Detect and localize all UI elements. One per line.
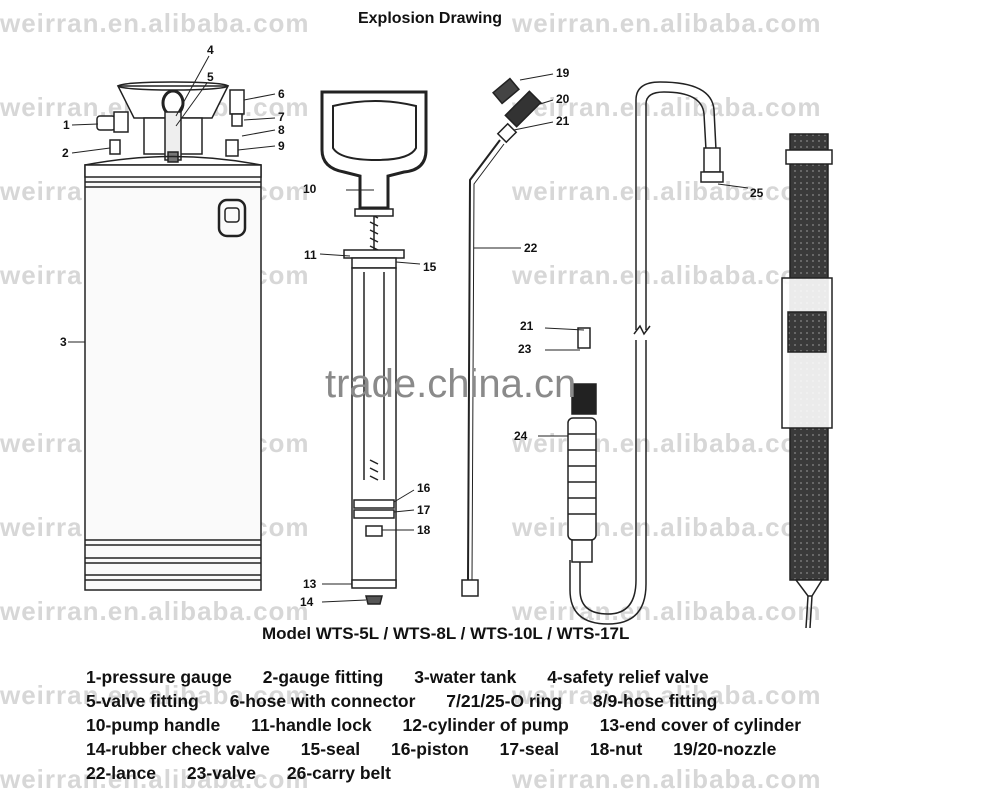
legend-item: 12-cylinder of pump (402, 715, 569, 735)
water-tank (84, 81, 262, 591)
callout-9: 9 (278, 139, 285, 153)
hose (567, 81, 724, 625)
diagram-title: Explosion Drawing (357, 10, 502, 27)
legend-item: 7/21/25-O ring (446, 691, 563, 711)
callout-8: 8 (278, 123, 285, 137)
callout-2: 2 (62, 146, 69, 160)
legend-item: 6-hose with connector (229, 691, 416, 711)
watermark: weirran.en.alibaba.com (512, 8, 822, 38)
watermark: weirran.en.alibaba.com (0, 596, 310, 626)
watermark: weirran.en.alibaba.com (512, 176, 822, 206)
legend-item: 2-gauge fitting (262, 667, 384, 687)
callout-19: 19 (556, 66, 570, 80)
watermark: weirran.en.alibaba.com (0, 764, 310, 794)
legend-item: 22-lance (86, 763, 157, 783)
legend-item: 5-valve fitting (86, 691, 199, 711)
pump-assembly (320, 90, 428, 605)
watermark: weirran.en.alibaba.com (512, 92, 822, 122)
watermark: weirran.en.alibaba.com (512, 512, 822, 542)
watermark: weirran.en.alibaba.com (512, 260, 822, 290)
callout-20: 20 (556, 92, 570, 106)
callout-21: 21 (556, 114, 570, 128)
callout-16: 16 (417, 481, 431, 495)
legend-item: 18-nut (589, 739, 643, 759)
leader-lines (68, 55, 749, 603)
watermark: weirran.en.alibaba.com (512, 764, 822, 794)
legend-item: 10-pump handle (86, 715, 221, 735)
callout-21-b: 21 (520, 319, 534, 333)
carry-belt (781, 133, 833, 629)
callout-10: 10 (303, 182, 317, 196)
watermark: weirran.en.alibaba.com (512, 680, 822, 710)
callout-17: 17 (417, 503, 431, 517)
callout-7: 7 (278, 110, 285, 124)
legend-item: 3-water tank (414, 667, 517, 687)
callout-3: 3 (60, 335, 67, 349)
legend-row: 10-pump handle 11-handle lock 12-cylinde… (86, 713, 827, 737)
callout-18: 18 (417, 523, 431, 537)
callout-14: 14 (300, 595, 314, 609)
callout-13: 13 (303, 577, 317, 591)
legend-row: 14-rubber check valve 15-seal 16-piston … (86, 737, 827, 761)
callout-1: 1 (63, 118, 70, 132)
callout-5: 5 (207, 70, 214, 84)
callout-24: 24 (514, 429, 528, 443)
callout-15: 15 (423, 260, 437, 274)
center-watermark: trade.china.cn (325, 362, 577, 406)
watermark: weirran.en.alibaba.com (0, 680, 310, 710)
callout-22: 22 (524, 241, 538, 255)
legend-row: 5-valve fitting 6-hose with connector 7/… (86, 689, 827, 713)
callout-11: 11 (304, 248, 317, 262)
legend-item: 4-safety relief valve (547, 667, 709, 687)
parts-legend: 1-pressure gauge 2-gauge fitting 3-water… (86, 665, 827, 785)
legend-item: 16-piston (390, 739, 469, 759)
callout-23: 23 (518, 342, 532, 356)
watermark: weirran.en.alibaba.com (512, 596, 822, 626)
legend-row: 22-lance 23-valve 26-carry belt (86, 761, 827, 785)
legend-row: 1-pressure gauge 2-gauge fitting 3-water… (86, 665, 827, 689)
callout-6: 6 (278, 87, 285, 101)
callout-25: 25 (750, 186, 764, 200)
watermark: weirran.en.alibaba.com (512, 428, 822, 458)
legend-item: 26-carry belt (286, 763, 391, 783)
legend-item: 1-pressure gauge (86, 667, 232, 687)
callout-4: 4 (207, 43, 214, 57)
watermark: weirran.en.alibaba.com (0, 8, 310, 38)
legend-item: 15-seal (300, 739, 361, 759)
lance (461, 77, 542, 597)
legend-item: 23-valve (186, 763, 257, 783)
legend-item: 13-end cover of cylinder (599, 715, 802, 735)
legend-item: 17-seal (499, 739, 559, 759)
legend-item: 19/20-nozzle (673, 739, 777, 759)
legend-item: 14-rubber check valve (86, 739, 270, 759)
legend-item: 8/9-hose fitting (592, 691, 718, 711)
model-line: Model WTS-5L / WTS-8L / WTS-10L / WTS-17… (262, 624, 630, 643)
legend-item: 11-handle lock (251, 715, 372, 735)
